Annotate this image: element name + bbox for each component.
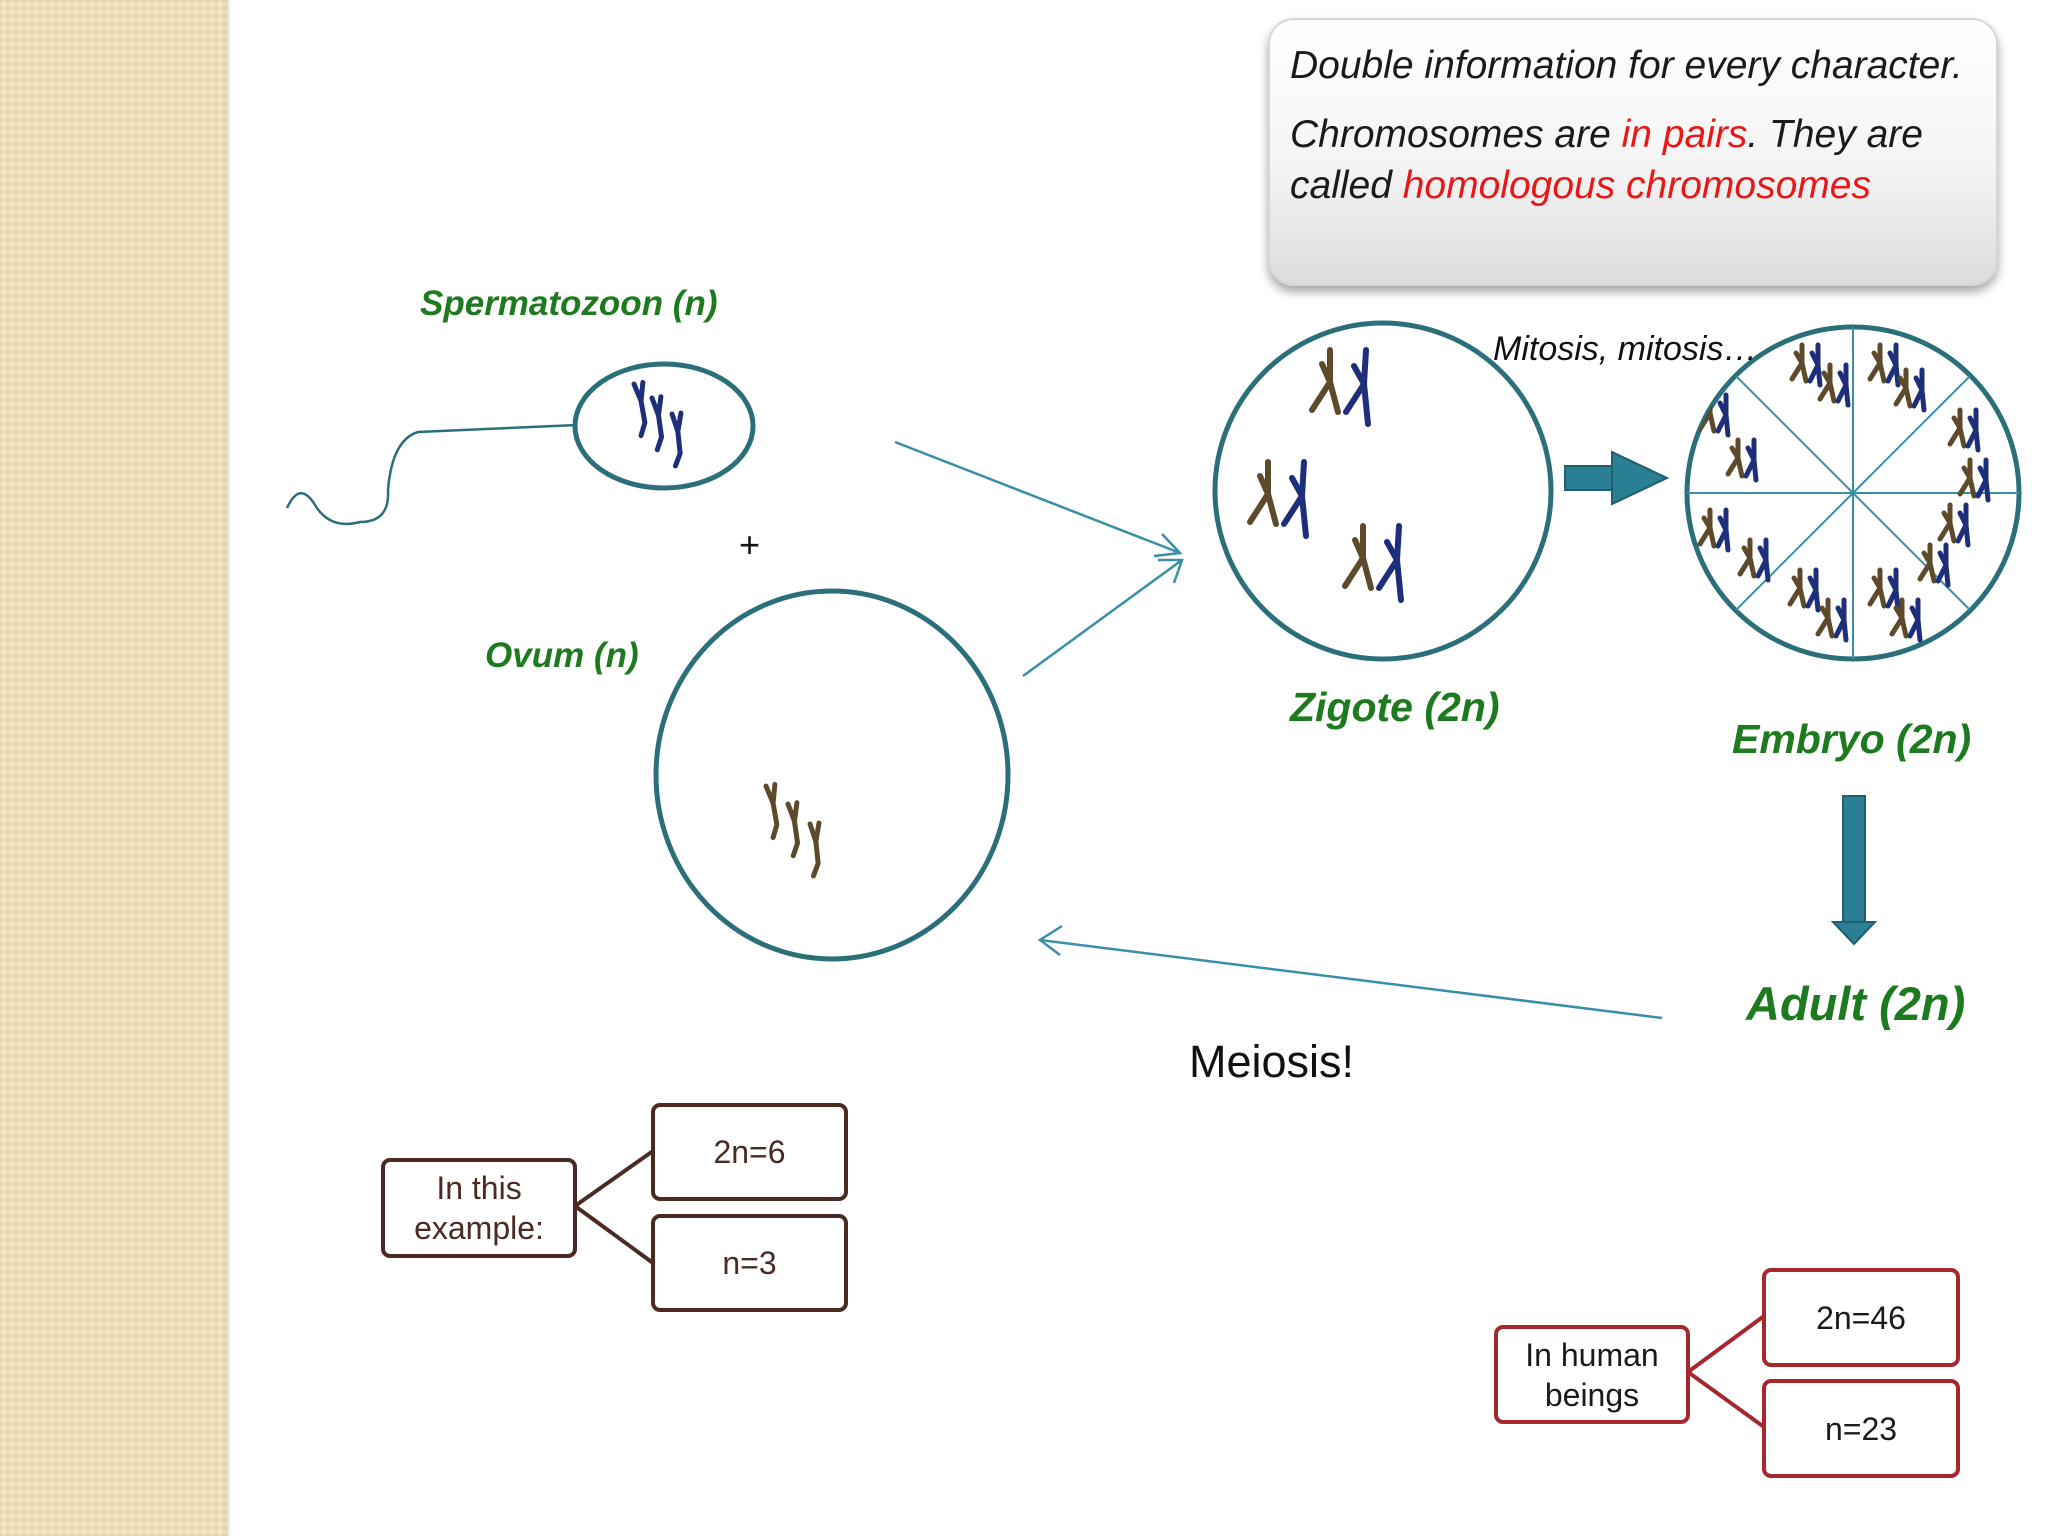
spermatozoon-label: Spermatozoon (n) <box>420 284 718 323</box>
sperm-tail <box>285 423 578 526</box>
ovum-cell <box>653 588 1011 962</box>
callout-line-1: Double information for every character. <box>1290 44 1963 87</box>
sperm-head <box>572 361 756 491</box>
example-root-box: In this example: <box>381 1158 577 1258</box>
sperm-chromosomes <box>632 382 686 465</box>
example-2n-box: 2n=6 <box>651 1103 848 1201</box>
zygote-pair-2 <box>1250 462 1306 536</box>
zygote-cell <box>1212 320 1554 662</box>
zygote-pair-1 <box>1312 350 1368 424</box>
human-n-box: n=23 <box>1762 1379 1960 1478</box>
decorative-side-stripe <box>0 0 228 1536</box>
mitosis-block-arrow <box>1564 450 1670 506</box>
homologous-info-callout: Double information for every character. … <box>1268 18 1998 286</box>
meiosis-label: Meiosis! <box>1189 1036 1355 1087</box>
stripe-shadow <box>228 0 231 1536</box>
mitosis-label: Mitosis, mitosis… <box>1493 330 1758 368</box>
example-tree-connectors <box>573 1149 655 1265</box>
meiosis-arrow <box>1037 924 1663 1020</box>
human-root-box: In human beings <box>1494 1325 1690 1424</box>
embryo-cell <box>1684 324 2022 662</box>
in-pairs-highlight: in pairs <box>1621 113 1748 156</box>
callout-line-2: Chromosomes are in pairs. They are calle… <box>1290 113 1923 207</box>
growth-block-arrow <box>1830 795 1878 946</box>
embryo-label: Embryo (2n) <box>1732 716 1972 762</box>
homologous-highlight: homologous chromosomes <box>1402 164 1871 207</box>
example-n-box: n=3 <box>651 1214 848 1312</box>
adult-label: Adult (2n) <box>1746 977 1966 1030</box>
zygote-label: Zigote (2n) <box>1290 684 1500 730</box>
human-tree-connectors <box>1686 1314 1766 1429</box>
ovum-chromosomes <box>764 784 824 875</box>
human-2n-box: 2n=46 <box>1762 1268 1960 1367</box>
zygote-pair-3 <box>1345 526 1401 600</box>
plus-sign: + <box>739 524 761 565</box>
fertilization-arrows <box>894 440 1184 678</box>
ovum-label: Ovum (n) <box>485 636 639 675</box>
